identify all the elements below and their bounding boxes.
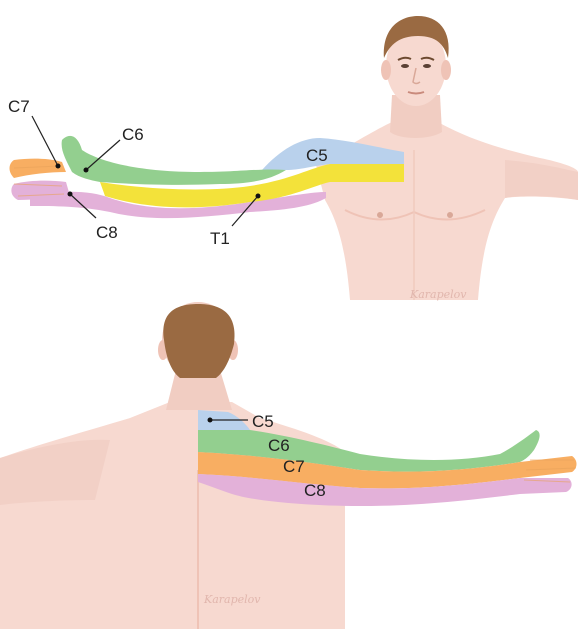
front-label-c7: C7: [8, 97, 30, 116]
front-right-eye: [423, 64, 431, 68]
back-label-c5: C5: [252, 412, 274, 431]
front-label-t1: T1: [210, 229, 230, 248]
back-label-c7: C7: [283, 457, 305, 476]
back-torso: [0, 402, 345, 629]
front-c8-dot: [68, 192, 73, 197]
front-view: C7 C6 C5 C8 T1 Karapelov: [8, 16, 578, 301]
back-left-arm: [0, 440, 110, 505]
front-right-nipple: [447, 212, 453, 218]
front-c6-dot: [84, 168, 89, 173]
back-c5-dot: [208, 418, 213, 423]
front-left-eye: [401, 64, 409, 68]
front-dermatome-c6: [62, 136, 286, 185]
back-label-c6: C6: [268, 436, 290, 455]
front-signature: Karapelov: [409, 288, 467, 301]
front-label-c5: C5: [306, 146, 328, 165]
front-left-ear: [381, 60, 391, 80]
front-t1-dot: [256, 194, 261, 199]
back-label-c8: C8: [304, 481, 326, 500]
front-label-c6: C6: [122, 125, 144, 144]
front-label-c8: C8: [96, 223, 118, 242]
back-hair: [163, 304, 234, 378]
front-c7-leader: [32, 116, 58, 166]
back-signature: Karapelov: [203, 593, 261, 606]
front-right-ear: [441, 60, 451, 80]
back-view: C5 C6 C7 C8 Karapelov: [0, 302, 577, 629]
front-c7-dot: [56, 164, 61, 169]
front-left-nipple: [377, 212, 383, 218]
